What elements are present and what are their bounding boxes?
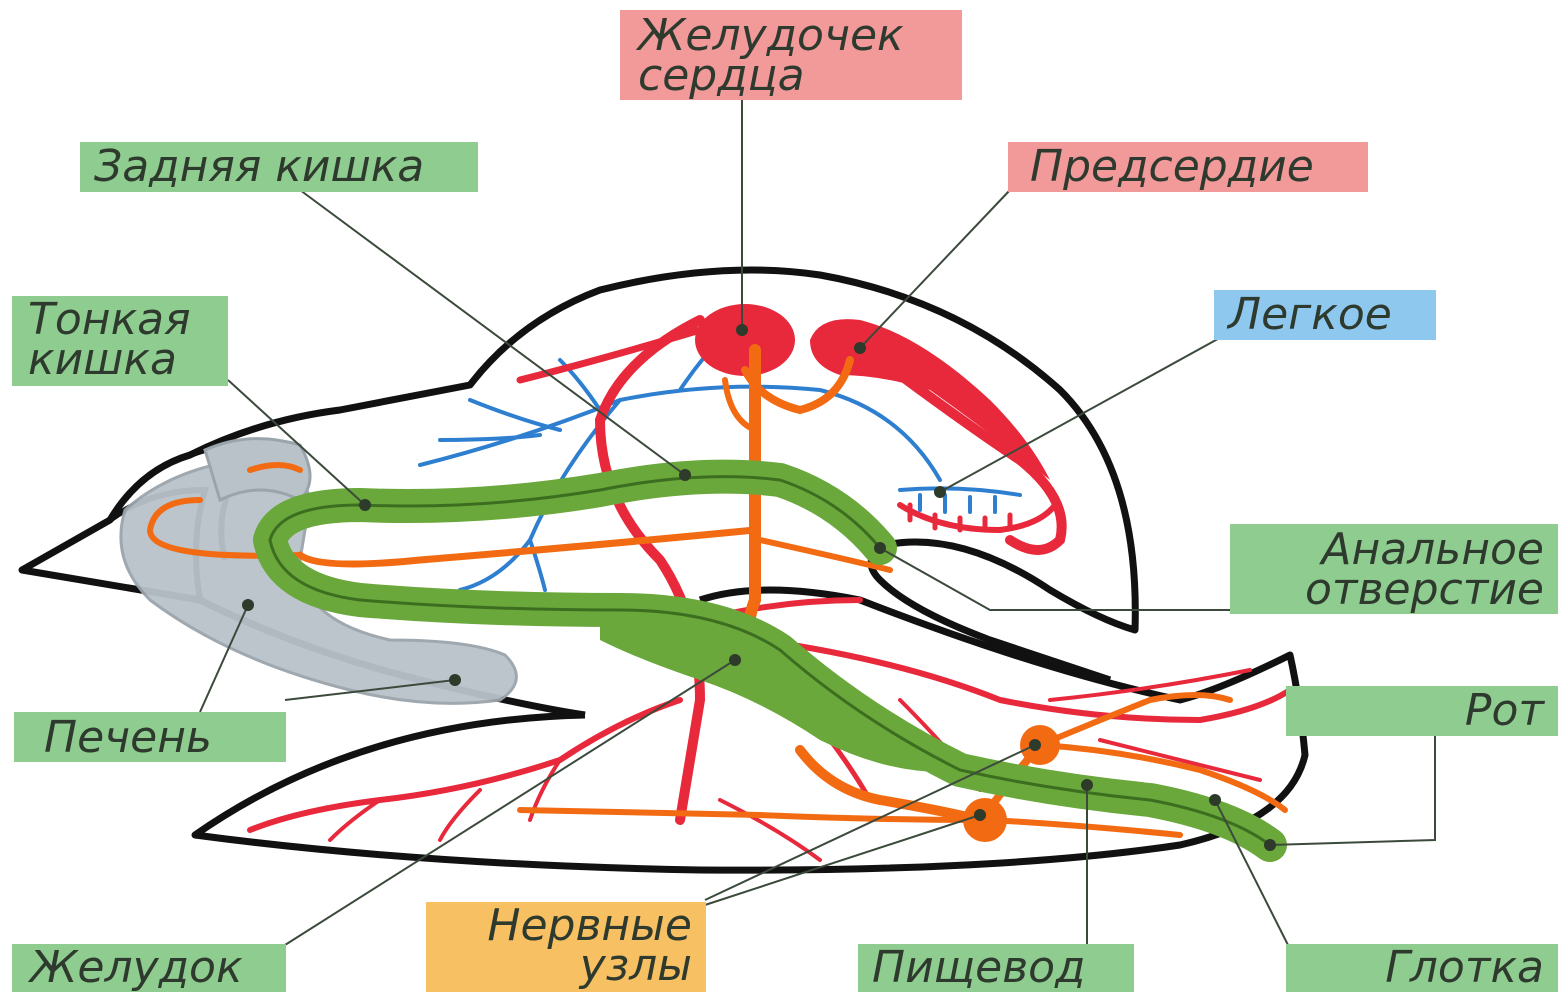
label-stomach-text: Желудок [30, 948, 286, 988]
label-anus-line2: отверстие [1230, 570, 1544, 610]
label-ventricle-line2: сердца [638, 56, 962, 96]
label-esophagus: Пищевод [858, 944, 1134, 992]
label-atrium: Предсердие [1008, 142, 1368, 192]
label-ganglia-line2: узлы [426, 946, 692, 986]
heart-ventricle [695, 304, 795, 376]
label-small-intestine-line2: кишка [28, 340, 228, 380]
label-liver: Печень [14, 712, 286, 762]
label-mouth: Рот [1286, 686, 1558, 736]
label-lung-text: Легкое [1228, 295, 1436, 335]
label-mouth-text: Рот [1286, 691, 1544, 731]
label-hindgut: Задняя кишка [80, 142, 478, 192]
nerve-ganglion-lower [963, 798, 1007, 842]
label-atrium-text: Предсердие [1030, 147, 1368, 187]
label-hindgut-text: Задняя кишка [94, 147, 478, 187]
label-stomach: Желудок [12, 944, 286, 992]
label-pharynx: Глотка [1286, 944, 1558, 992]
label-pharynx-text: Глотка [1286, 948, 1544, 988]
label-liver-text: Печень [44, 718, 286, 758]
label-small-intestine: Тонкая кишка [12, 296, 228, 386]
label-anus: Анальное отверстие [1230, 524, 1558, 614]
label-esophagus-text: Пищевод [872, 948, 1134, 988]
label-ventricle: Желудочек сердца [620, 10, 962, 100]
label-lung: Легкое [1214, 290, 1436, 340]
label-ganglia: Нервные узлы [426, 902, 706, 992]
